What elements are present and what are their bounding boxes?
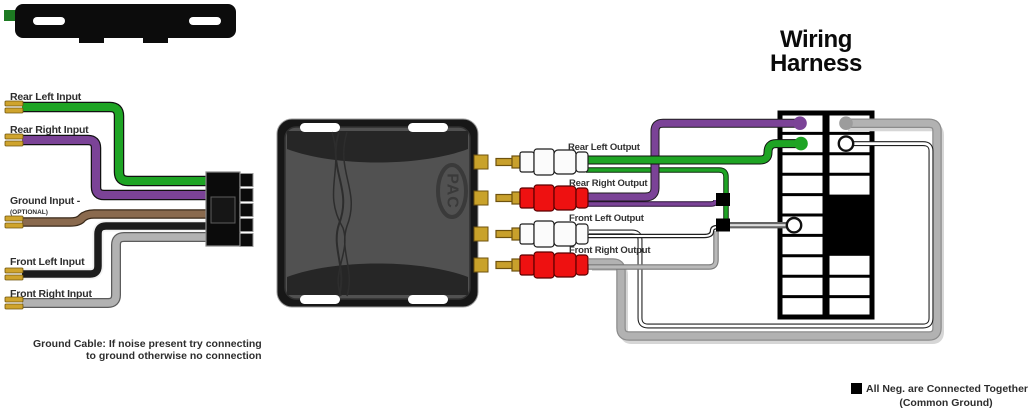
rca-jack	[473, 154, 489, 170]
device-bottom-bulge	[287, 263, 468, 295]
label-rear-right-input: Rear Right Input	[10, 124, 89, 136]
rca-tip	[495, 260, 514, 270]
harness-right-rows	[827, 131, 872, 299]
label-ground-input: Ground Input -	[10, 195, 81, 207]
pac-logo-text: PAC	[444, 173, 461, 209]
rca-jack	[473, 190, 489, 206]
black-square-icon	[851, 383, 862, 394]
mount-slot	[33, 17, 65, 25]
diagram-title: Wiring Harness	[770, 26, 862, 77]
crimp-terminals	[4, 100, 24, 310]
rear-left-signal-wire	[586, 139, 800, 165]
rca-tip	[495, 193, 514, 203]
mount-slot	[300, 295, 340, 304]
ground-branch-wires	[586, 167, 729, 270]
gray-dot	[839, 116, 853, 130]
input-labels: Rear Left Input Rear Right Input Ground …	[10, 91, 93, 300]
mount-slot	[408, 123, 448, 132]
harness-left-rows	[780, 131, 825, 299]
legend-line-2: (Common Ground)	[899, 397, 992, 409]
label-front-right-output: Front Right Output	[569, 245, 651, 256]
harness-connection-markers	[785, 116, 855, 234]
rca-plug-rear-right	[495, 184, 589, 212]
title-line-1: Wiring	[780, 26, 852, 53]
label-rear-right-output: Rear Right Output	[569, 178, 648, 189]
pac-logo: PAC	[436, 163, 468, 219]
ground-note-line-2: to ground otherwise no connection	[86, 350, 262, 362]
chassis-tab	[143, 38, 168, 43]
white-circle	[837, 135, 855, 153]
purple-dot	[793, 116, 807, 130]
pac-device: PAC	[276, 118, 489, 308]
mount-slot	[408, 295, 448, 304]
device-face	[284, 126, 471, 300]
rca-plug-front-left	[495, 220, 589, 248]
mount-slot	[189, 17, 221, 25]
input-wires	[22, 101, 207, 308]
rca-jacks	[473, 154, 489, 273]
rca-plug-front-right	[495, 251, 589, 279]
harness-black-block	[827, 194, 872, 256]
rca-jack	[473, 226, 489, 242]
legend: All Neg. are Connected Together (Common …	[851, 383, 1028, 409]
label-rear-left-input: Rear Left Input	[10, 91, 82, 103]
label-front-left-input: Front Left Input	[10, 256, 85, 268]
label-front-right-input: Front Right Input	[10, 288, 92, 300]
rca-tip	[495, 229, 514, 239]
wire-stub	[4, 10, 16, 21]
chassis-bar-body	[15, 4, 236, 38]
device-top-bulge	[287, 131, 468, 163]
input-connector	[205, 171, 254, 247]
chassis-tab	[79, 38, 104, 43]
label-front-left-output: Front Left Output	[569, 213, 645, 224]
connector-latch	[210, 196, 236, 224]
ground-circle	[785, 216, 803, 234]
mount-slot	[300, 123, 340, 132]
ground-note-line-1: Ground Cable: If noise present try conne…	[33, 338, 262, 350]
chassis-bar	[4, 4, 236, 43]
device-wave-lines	[331, 131, 352, 297]
rca-jack	[473, 257, 489, 273]
output-labels: Rear Left Output Rear Right Output Front…	[568, 142, 652, 256]
green-dot	[794, 136, 808, 151]
rca-tip	[495, 157, 514, 167]
connector-pins	[239, 173, 254, 247]
neg-junction-square	[716, 218, 730, 232]
legend-line-1: All Neg. are Connected Together	[866, 383, 1028, 395]
ground-cable-note: Ground Cable: If noise present try conne…	[33, 338, 262, 362]
rca-plug-rear-left	[495, 148, 589, 176]
neg-junction-square	[716, 193, 730, 206]
label-ground-optional: (OPTIONAL)	[10, 209, 48, 216]
label-rear-left-output: Rear Left Output	[568, 142, 641, 153]
title-line-2: Harness	[770, 50, 862, 77]
